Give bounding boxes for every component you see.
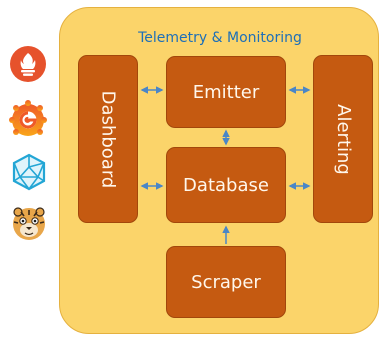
scraper-label: Scraper [191,271,261,293]
database-label: Database [183,174,269,196]
emitter-box: Emitter [166,56,286,128]
emitter-label: Emitter [192,81,260,103]
panel-title: Telemetry & Monitoring [138,30,302,46]
dashboard-label: Dashboard [97,90,119,188]
scraper-box: Scraper [166,246,286,318]
alerting-label: Alerting [332,103,354,175]
grafana-icon [9,100,47,138]
dashboard-box: Dashboard [78,55,138,223]
prometheus-icon [9,45,47,83]
tiger-mascot-icon [10,205,48,243]
alerting-box: Alerting [313,55,373,223]
polygon-logo-icon [10,153,48,191]
database-box: Database [166,147,286,223]
